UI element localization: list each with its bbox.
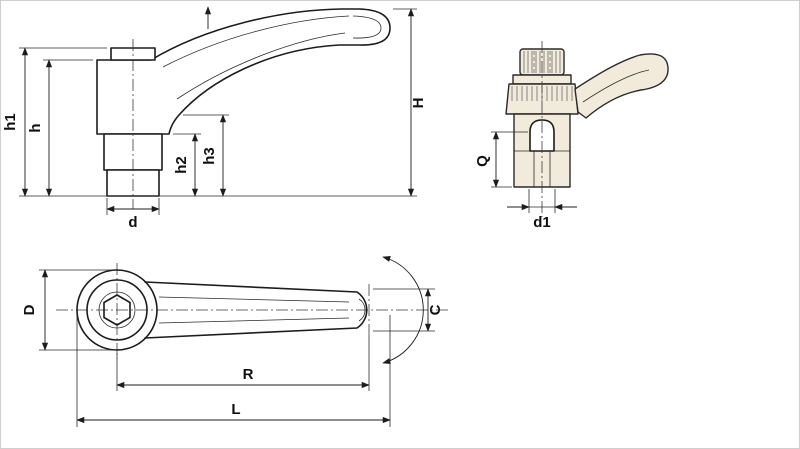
rotation-arrow xyxy=(382,255,424,365)
dim-label-h3: h3 xyxy=(201,147,218,165)
arm-top-contour-upper xyxy=(158,296,350,303)
cap-knurl-ticks xyxy=(523,51,561,73)
dim-label-h2: h2 xyxy=(173,156,190,174)
lever-body-side xyxy=(96,8,391,135)
boss-outer-circle xyxy=(76,269,158,351)
serration-ticks xyxy=(511,86,573,101)
dim-label-C: C xyxy=(427,304,444,315)
dim-label-d: d xyxy=(128,214,137,231)
lever-arm-front xyxy=(574,53,669,119)
dim-h: h xyxy=(27,59,53,197)
dim-label-R: R xyxy=(243,366,254,383)
front-view: Q d1 xyxy=(474,41,669,231)
dim-h2: h2 xyxy=(173,133,199,197)
top-view: D C R L xyxy=(21,255,449,427)
dim-R: R xyxy=(116,336,370,391)
dim-label-Q: Q xyxy=(474,155,491,167)
tip-inner-arc xyxy=(358,298,366,322)
lever-arm-top xyxy=(144,281,368,339)
dim-label-d1: d1 xyxy=(533,214,551,231)
arm-top-contour-lower xyxy=(158,317,350,324)
dim-label-H: H xyxy=(410,98,427,109)
dim-label-h: h xyxy=(27,123,44,132)
arm-front-contour xyxy=(582,69,650,103)
arm-contour-line xyxy=(162,15,350,68)
dim-d1: d1 xyxy=(507,189,577,231)
dim-d: d xyxy=(106,205,160,231)
socket-counterbore-circle xyxy=(98,291,136,329)
dim-D: D xyxy=(21,269,113,351)
dim-L: L xyxy=(76,315,391,427)
arm-contour-line2 xyxy=(176,32,346,100)
dim-label-h1: h1 xyxy=(2,113,19,131)
dim-H: H xyxy=(407,8,427,197)
dim-C: C xyxy=(373,288,444,332)
hex-socket xyxy=(103,294,131,326)
dim-label-D: D xyxy=(21,304,38,315)
side-view: h1 h h2 h3 d H xyxy=(2,6,427,231)
dim-label-L: L xyxy=(231,401,240,418)
tip-inner-line xyxy=(352,15,382,39)
dim-h3: h3 xyxy=(201,114,227,197)
boss-inner-circle xyxy=(86,279,148,341)
dim-Q: Q xyxy=(474,131,528,188)
screw-stud xyxy=(529,119,555,152)
dim-h1: h1 xyxy=(2,47,29,197)
